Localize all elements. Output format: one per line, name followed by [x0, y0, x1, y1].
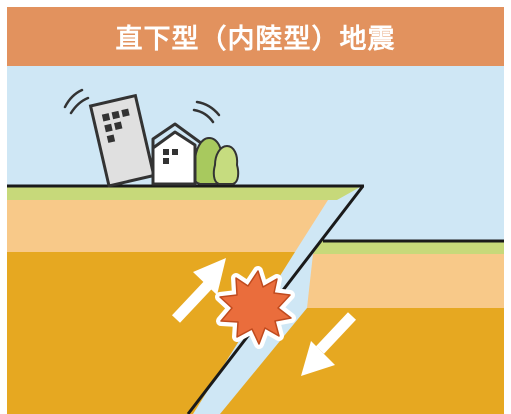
tree-icon	[191, 136, 240, 185]
title-bar: 直下型（内陸型）地震	[7, 7, 504, 66]
explosion-burst-icon	[215, 266, 296, 349]
left-topsoil-layer	[7, 200, 328, 252]
right-topsoil-layer	[307, 254, 504, 308]
right-ground-block	[220, 239, 504, 414]
page-title: 直下型（内陸型）地震	[115, 24, 396, 55]
tilted-building-icon	[88, 93, 156, 188]
left-grass-layer	[7, 186, 362, 200]
house-icon	[151, 122, 202, 186]
arrow-up-right-icon	[171, 258, 226, 323]
arrow-down-left-icon	[301, 312, 357, 376]
shake-lines-icon	[63, 88, 221, 124]
right-grass-layer	[313, 240, 504, 254]
right-rock-layer	[220, 308, 504, 414]
fault-diagram	[7, 66, 504, 414]
